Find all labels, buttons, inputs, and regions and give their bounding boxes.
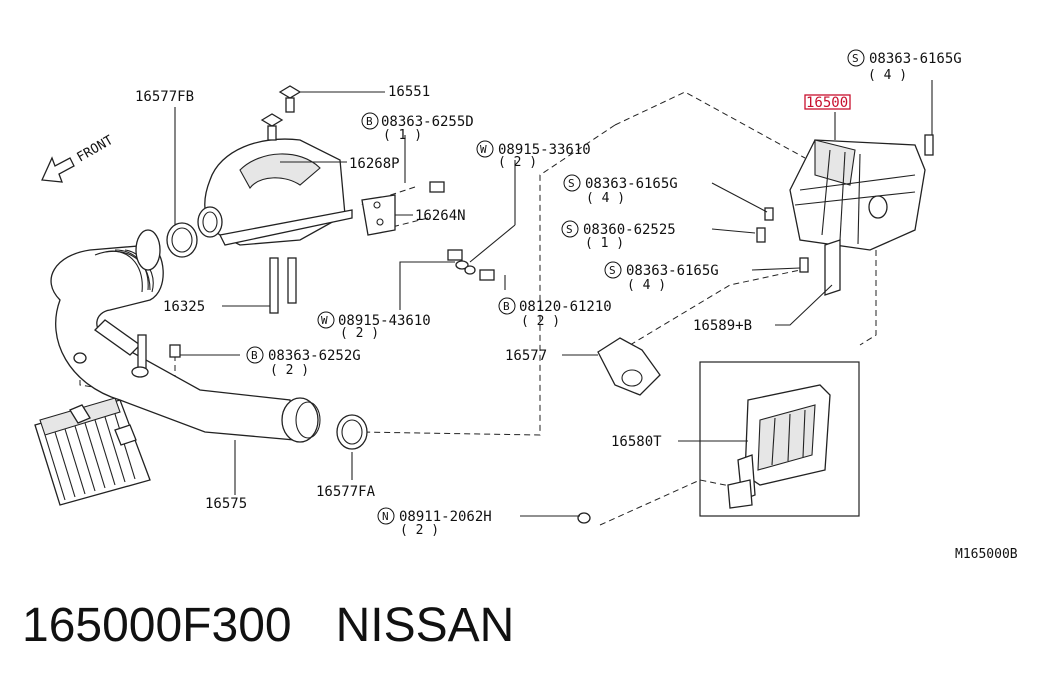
- screw-symbol-icon: [847, 49, 865, 67]
- callout-16580T: 16580T: [611, 434, 662, 450]
- callout-16575: 16575: [205, 496, 247, 512]
- callout-08363-6165G: 08363-6165G: [869, 51, 962, 67]
- callout-16264N: 16264N: [415, 208, 466, 224]
- diagram-code: M165000B: [955, 547, 1018, 562]
- hose-clamp-16577FB: [166, 222, 198, 258]
- front-label: FRONT: [75, 133, 117, 166]
- callout-08363-6255D: 08363-6255D: [381, 114, 474, 130]
- air-duct-16577: [597, 337, 661, 396]
- callout-08360-62525: 08360-62525: [583, 222, 676, 238]
- callout-16577FB: 16577FB: [135, 89, 194, 105]
- callout-prefix: W: [321, 314, 328, 327]
- leader-lines: [174, 80, 933, 517]
- callout-prefix: S: [852, 52, 859, 65]
- callout-08363-6252G: 08363-6252G: [268, 348, 361, 364]
- callout-16500-highlighted: 16500: [806, 95, 848, 111]
- detail-box-16580T: [577, 361, 860, 524]
- callout-qty: ( 2 ): [498, 155, 537, 170]
- callout-qty: ( 2 ): [521, 314, 560, 329]
- washer-symbol-icon: [476, 140, 494, 158]
- bracket-16264N: [361, 181, 463, 261]
- callout-qty: ( 1 ): [585, 236, 624, 251]
- callout-qty: ( 2 ): [340, 326, 379, 341]
- screw-symbol-icon: [563, 174, 581, 192]
- callout-prefix: S: [566, 223, 573, 236]
- callout-labels: 16577FB 16551 B 08363-6255D ( 1 ) 16268P…: [135, 49, 1018, 562]
- callout-prefix: S: [568, 177, 575, 190]
- callout-qty: ( 4 ): [868, 68, 907, 83]
- screw-symbol-icon: [604, 261, 622, 279]
- callout-08120-61210: 08120-61210: [519, 299, 612, 315]
- part-number: 165000F300: [22, 599, 292, 652]
- callout-16577FA: 16577FA: [316, 484, 376, 500]
- callout-prefix: W: [480, 143, 487, 156]
- front-arrow: FRONT: [41, 133, 117, 183]
- highlight-box: [804, 94, 851, 110]
- callout-qty: ( 2 ): [400, 523, 439, 538]
- bolt-symbol-icon: [246, 346, 264, 364]
- brand-name: NISSAN: [335, 599, 515, 652]
- radiator-illustration: [34, 397, 151, 506]
- air-cleaner-16500: [756, 134, 934, 296]
- bolt-symbol-icon: [498, 297, 516, 315]
- callout-qty: ( 4 ): [627, 278, 666, 293]
- nut-symbol-icon: [377, 507, 395, 525]
- callout-16589B: 16589+B: [693, 318, 752, 334]
- callout-qty: ( 2 ): [270, 363, 309, 378]
- washer-symbol-icon: [317, 311, 335, 329]
- callout-08911-2062H: 08911-2062H: [399, 509, 492, 525]
- callout-16268P: 16268P: [349, 156, 400, 172]
- callout-prefix: N: [382, 510, 389, 523]
- callout-16325: 16325: [163, 299, 205, 315]
- callout-prefix: B: [251, 349, 258, 362]
- hose-clamp-16577FA: [336, 414, 368, 450]
- callout-08915-43610: 08915-43610: [338, 313, 431, 329]
- resonator-16268P: [197, 138, 353, 314]
- callout-16577: 16577: [505, 348, 547, 364]
- callout-qty: ( 4 ): [586, 191, 625, 206]
- callout-prefix: S: [609, 264, 616, 277]
- intake-duct-16575: [50, 229, 321, 443]
- part-caption: 165000F300 NISSAN: [22, 598, 558, 653]
- callout-prefix: B: [366, 115, 373, 128]
- callout-16551: 16551: [388, 84, 430, 100]
- callout-08915-33610: 08915-33610: [498, 142, 591, 158]
- callout-qty: ( 1 ): [383, 128, 422, 143]
- wing-nuts-16551: [260, 85, 302, 141]
- screw-symbol-icon: [561, 220, 579, 238]
- callout-prefix: B: [503, 300, 510, 313]
- callout-08363-6165G: 08363-6165G: [585, 176, 678, 192]
- callout-08363-6165G: 08363-6165G: [626, 263, 719, 279]
- washers-and-bolts: [73, 260, 495, 378]
- bolt-symbol-icon: [361, 112, 379, 130]
